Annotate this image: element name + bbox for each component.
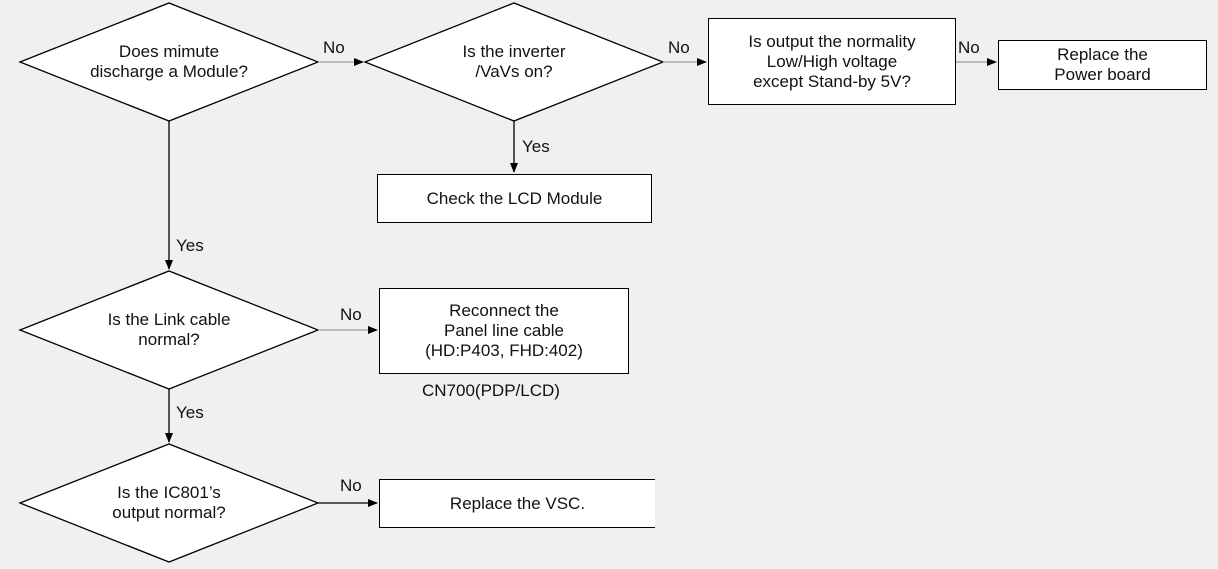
edge-label-d1-yes: Yes [176, 236, 204, 255]
decision-discharge-line2: discharge a Module? [90, 62, 248, 81]
edge-label-output-no: No [958, 38, 980, 57]
edge-label-d2-no: No [668, 38, 690, 57]
reconnect-line3: (HD:P403, FHD:402) [425, 341, 583, 360]
process-box-check-lcd: Check the LCD Module [377, 174, 652, 223]
decision-inverter-line2: /VaVs on? [475, 62, 553, 81]
decision-ic801-line1: Is the IC801’s [117, 483, 221, 502]
check-lcd-label: Check the LCD Module [426, 188, 603, 208]
process-box-replace-vsc: Replace the VSC. [379, 479, 655, 528]
output-check-line1: Is output the normality [748, 31, 916, 51]
decision-link-cable-line2: normal? [138, 330, 200, 349]
edge-label-d3-no: No [340, 305, 362, 324]
replace-power-line2: Power board [1054, 65, 1151, 84]
decision-link-cable-line1: Is the Link cable [107, 310, 231, 329]
output-check-line3: except Stand-by 5V? [753, 71, 911, 91]
decision-ic801-line2: output normal? [112, 503, 226, 522]
connector-caption: CN700(PDP/LCD) [422, 381, 560, 400]
replace-power-line1: Replace the [1057, 45, 1148, 64]
edge-label-d2-yes: Yes [522, 137, 550, 156]
edge-label-d1-no: No [323, 38, 345, 57]
edge-label-d3-yes: Yes [176, 403, 204, 422]
edge-label-d4-no: No [340, 476, 362, 495]
process-box-reconnect: Reconnect the Panel line cable (HD:P403,… [379, 288, 629, 374]
replace-vsc-label: Replace the VSC. [449, 493, 586, 513]
output-check-line2: Low/High voltage [766, 51, 898, 71]
process-box-output-check: Is output the normality Low/High voltage… [708, 18, 956, 105]
decision-link-cable-text: Is the Link cable normal? [60, 308, 278, 352]
reconnect-line1: Reconnect the [449, 301, 559, 320]
process-box-replace-power: Replace the Power board [998, 40, 1207, 90]
decision-inverter-line1: Is the inverter [462, 42, 566, 61]
reconnect-line2: Panel line cable [443, 321, 565, 340]
decision-inverter-text: Is the inverter /VaVs on? [405, 40, 623, 84]
decision-ic801-text: Is the IC801’s output normal? [60, 481, 278, 525]
decision-discharge-line1: Does mimute [118, 42, 220, 61]
decision-discharge-text: Does mimute discharge a Module? [60, 40, 278, 84]
